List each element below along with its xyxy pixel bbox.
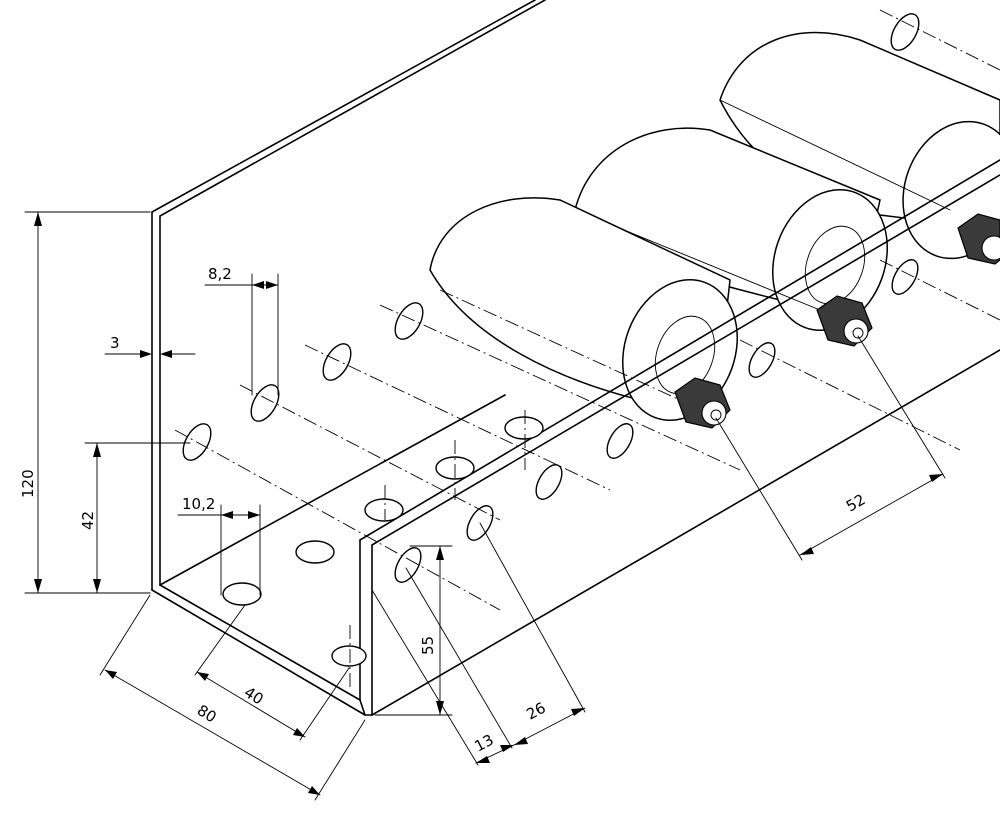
dim-8-2-label: 8,2 bbox=[208, 265, 232, 283]
dimension-120 bbox=[24, 211, 151, 594]
dim-10-2-label: 10,2 bbox=[182, 495, 215, 513]
dim-3-label: 3 bbox=[110, 334, 120, 352]
dimension-52 bbox=[715, 335, 946, 561]
dimension-26 bbox=[479, 522, 586, 746]
dimension-13 bbox=[371, 567, 515, 766]
dimension-55 bbox=[374, 545, 453, 716]
dim-42-label: 42 bbox=[79, 511, 97, 530]
dim-55-label: 55 bbox=[419, 636, 437, 655]
dim-40-label: 40 bbox=[241, 683, 267, 708]
nut-1 bbox=[674, 377, 731, 429]
dim-80-label: 80 bbox=[194, 701, 220, 726]
dim-120-label: 120 bbox=[19, 469, 37, 498]
dimension-10-2 bbox=[177, 504, 261, 596]
base-holes bbox=[222, 416, 544, 667]
dimension-8-2 bbox=[204, 273, 279, 396]
dim-13-label: 13 bbox=[471, 731, 496, 756]
nut-3 bbox=[957, 213, 1000, 265]
dim-26-label: 26 bbox=[523, 699, 548, 724]
dimension-80 bbox=[99, 594, 366, 801]
dimension-40 bbox=[194, 604, 350, 741]
nut-2 bbox=[816, 295, 873, 347]
dim-52-label: 52 bbox=[843, 490, 869, 515]
center-lines bbox=[174, 9, 1000, 690]
dimension-3 bbox=[104, 350, 196, 358]
dimension-42 bbox=[84, 442, 191, 594]
